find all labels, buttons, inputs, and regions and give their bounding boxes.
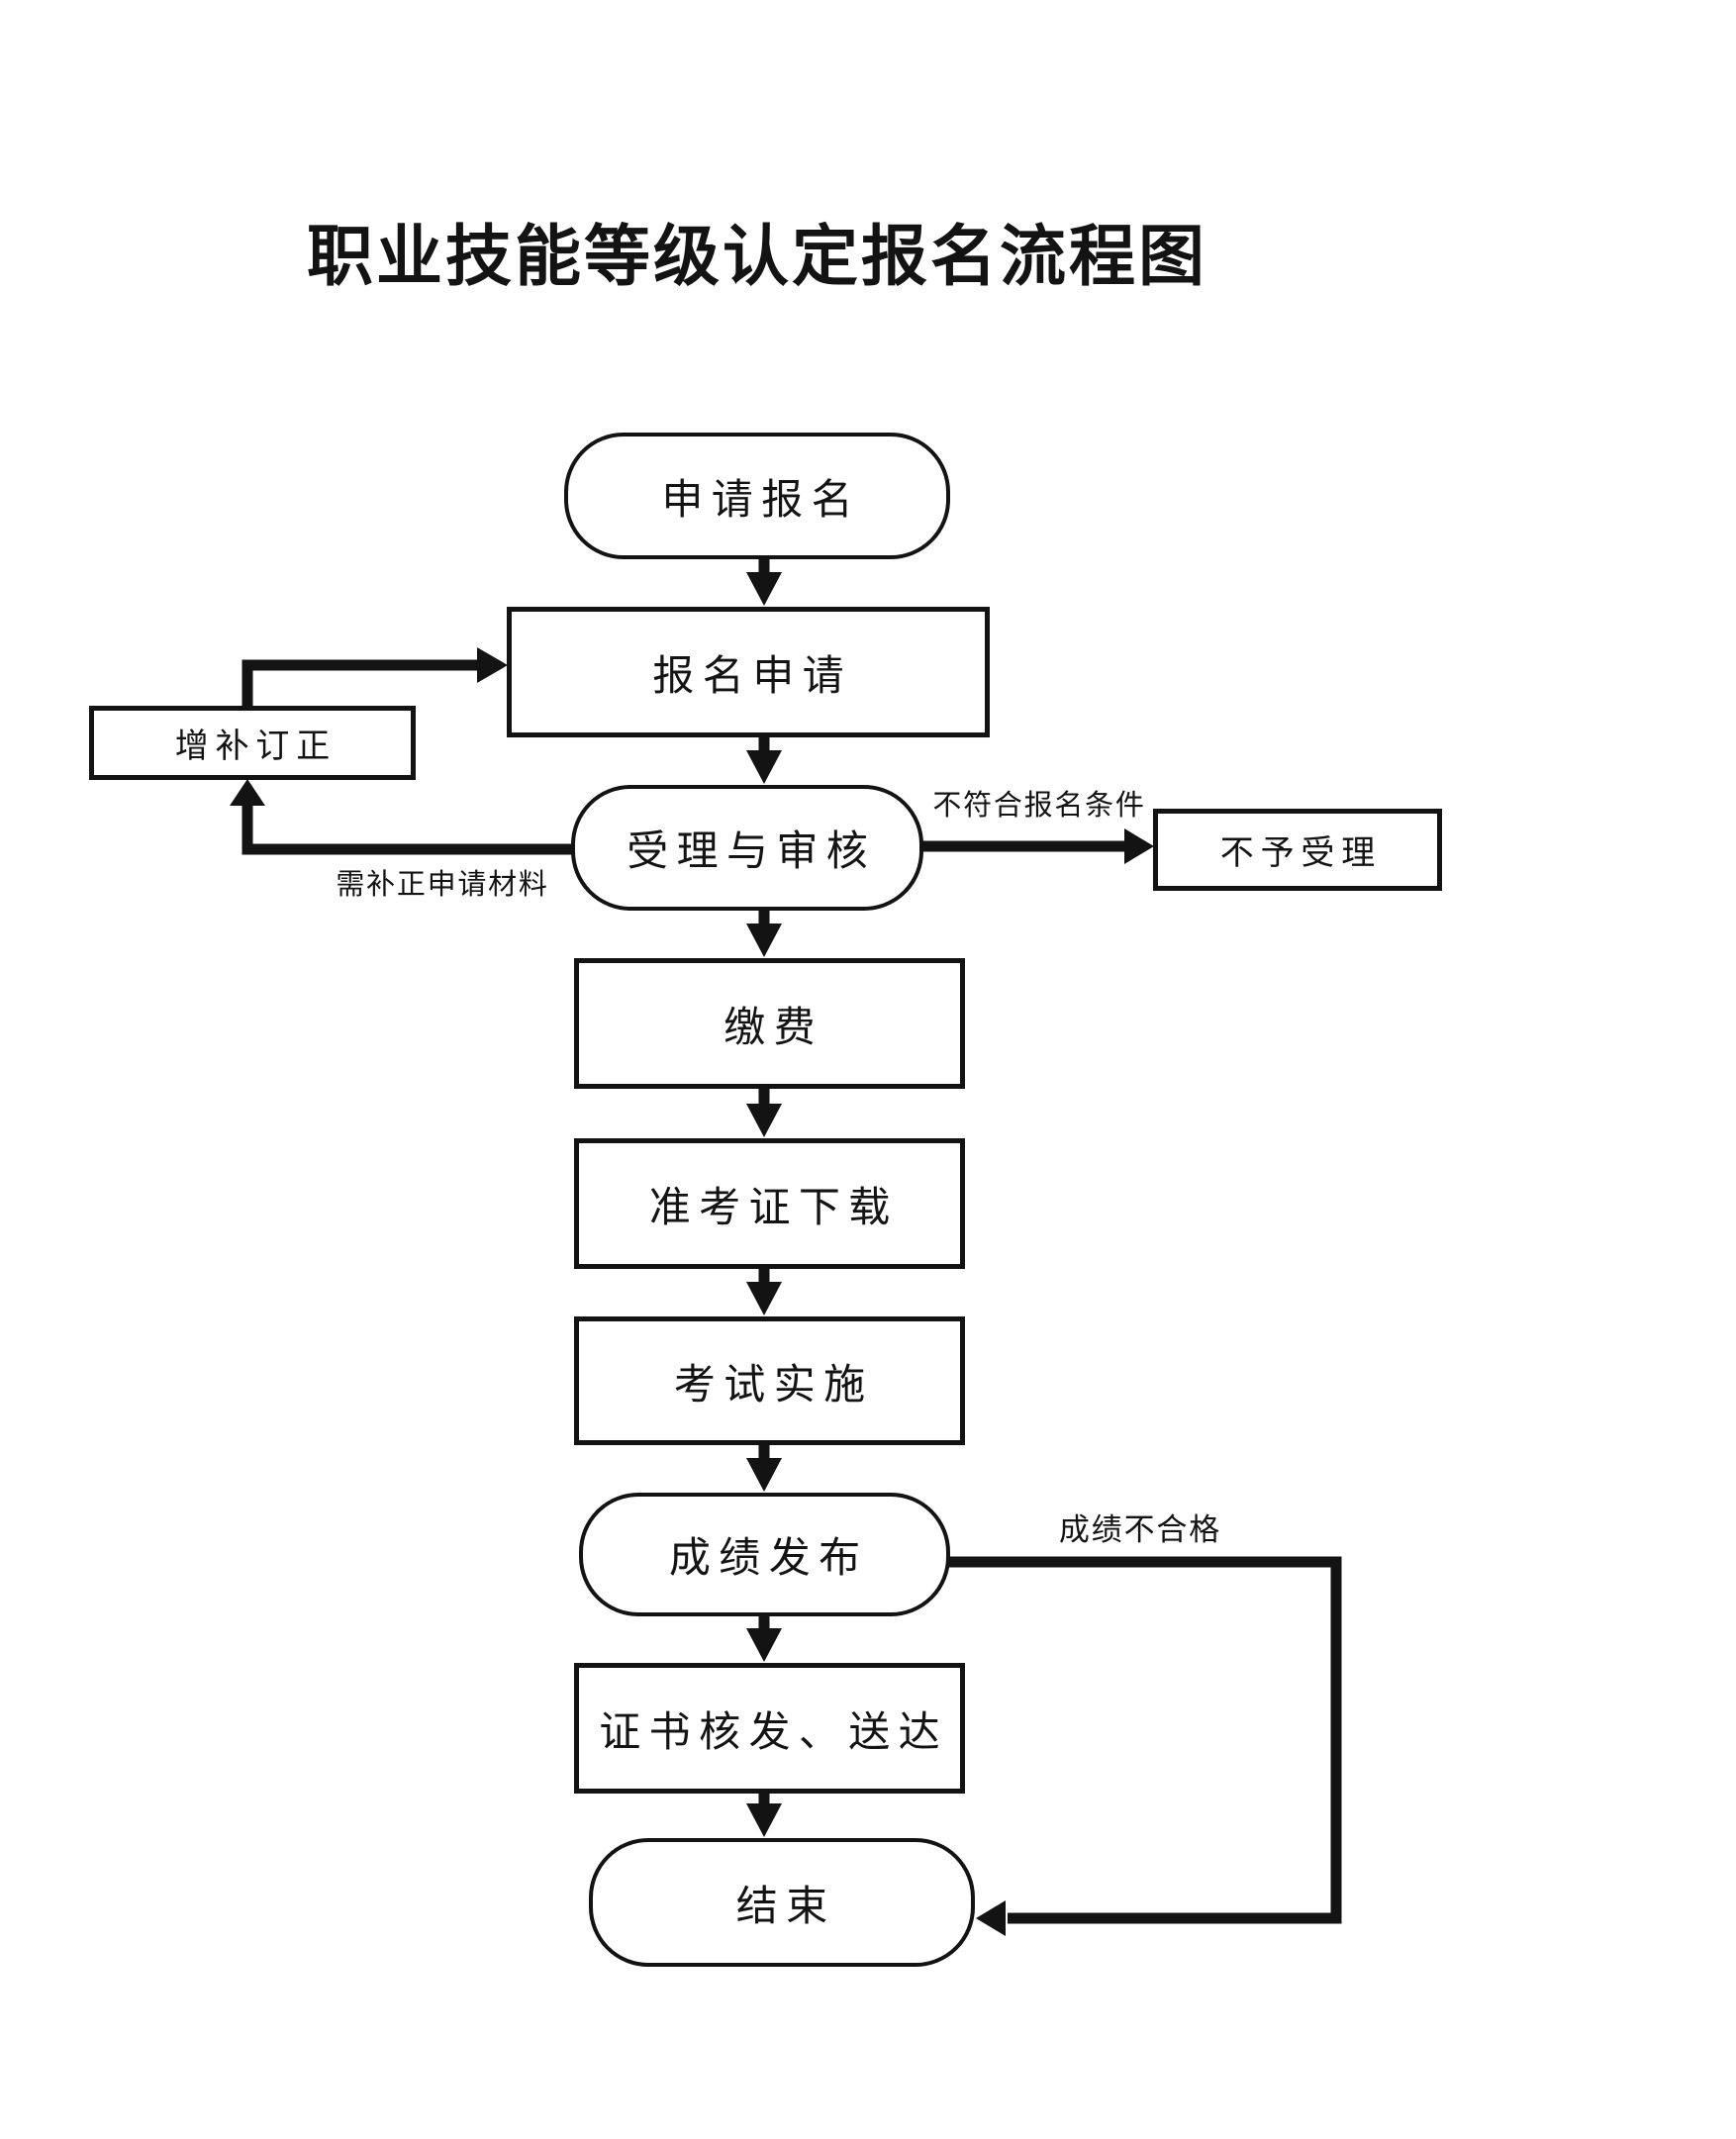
node-certificate-label: 证书核发、送达 [599,1709,949,1756]
edge-label-need-correction: 需补正申请材料 [336,869,549,901]
arrowhead-results-to-certificate [746,1628,782,1662]
node-correction-label: 增补订正 [174,729,337,765]
node-end-label: 结束 [735,1884,836,1930]
node-reject-label: 不予受理 [1219,835,1382,872]
node-review: 受理与审核 [571,785,923,911]
node-exam: 考试实施 [574,1316,965,1445]
node-payment: 缴费 [574,958,965,1089]
arrow-review-to-correction [241,804,573,855]
arrowhead-certificate-to-end [746,1803,782,1837]
arrowhead-payment-to-ticket [746,1104,782,1137]
node-results: 成绩发布 [579,1493,950,1616]
arrowhead-apply-to-register [746,572,782,606]
arrowhead-exam-to-results [746,1458,782,1492]
node-register: 报名申请 [507,607,990,737]
arrowhead-register-to-review [746,750,782,784]
node-payment-label: 缴费 [723,1005,824,1051]
node-ticket-label: 准考证下载 [648,1185,899,1231]
arrowhead-results-to-end-fail [976,1900,1006,1936]
node-certificate: 证书核发、送达 [574,1663,965,1794]
edge-label-score-fail: 成绩不合格 [1058,1512,1222,1547]
node-correction: 增补订正 [89,706,416,780]
node-reject: 不予受理 [1153,809,1442,891]
node-apply: 申请报名 [564,433,950,559]
node-end: 结束 [589,1838,975,1967]
node-results-label: 成绩发布 [668,1536,869,1582]
arrowhead-correction-to-register [477,647,508,683]
node-register-label: 报名申请 [652,653,852,700]
arrow-correction-to-register [241,659,479,708]
node-ticket: 准考证下载 [574,1138,965,1269]
arrowhead-review-to-payment [746,924,782,957]
arrowhead-review-to-correction [230,779,265,806]
arrowhead-review-to-reject [1124,828,1154,864]
node-apply-label: 申请报名 [661,477,861,524]
arrow-results-to-end-fail [948,1556,1342,1924]
arrowhead-ticket-to-exam [746,1282,782,1315]
node-exam-label: 考试实施 [673,1362,874,1409]
page-title: 职业技能等级认定报名流程图 [307,221,1207,294]
node-review-label: 受理与审核 [627,829,877,875]
edge-label-not-eligible: 不符合报名条件 [932,790,1146,822]
